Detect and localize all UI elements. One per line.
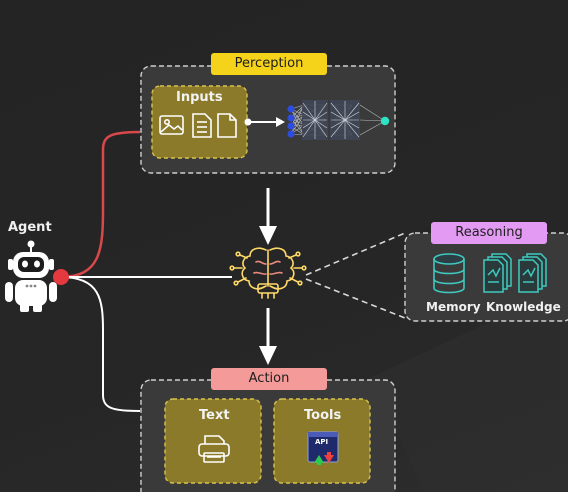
memory-label: Memory <box>426 300 481 314</box>
inputs-to-network-arrow <box>244 117 285 127</box>
perception-tag: Perception <box>211 53 327 75</box>
neural-network-icon <box>287 100 390 140</box>
file-icon <box>217 113 237 138</box>
api-icon <box>307 431 339 465</box>
agent-to-action-connector <box>60 276 141 412</box>
agent-output-node <box>53 269 69 285</box>
agent-to-perception-connector <box>60 130 141 279</box>
inputs-label: Inputs <box>176 90 223 105</box>
knowledge-label: Knowledge <box>486 300 561 314</box>
reasoning-tag: Reasoning <box>431 222 547 244</box>
image-icon <box>159 115 184 135</box>
document-icon <box>192 113 212 138</box>
printer-icon <box>198 435 230 463</box>
agent-label: Agent <box>8 220 52 235</box>
brain-to-reasoning-dash-top <box>305 232 406 276</box>
perception-to-brain-arrow <box>259 188 277 245</box>
action-tag: Action <box>211 368 327 390</box>
robot-icon <box>5 240 57 312</box>
text-box <box>164 398 262 484</box>
brain-to-action-arrow <box>259 308 277 365</box>
documents-icon <box>483 253 547 293</box>
api-label: API <box>315 438 329 446</box>
brain-to-reasoning-dash-bottom <box>305 278 406 319</box>
database-icon <box>433 253 465 294</box>
brain-circuit-icon <box>229 247 307 299</box>
text-label: Text <box>199 408 230 423</box>
tools-label: Tools <box>304 408 342 423</box>
